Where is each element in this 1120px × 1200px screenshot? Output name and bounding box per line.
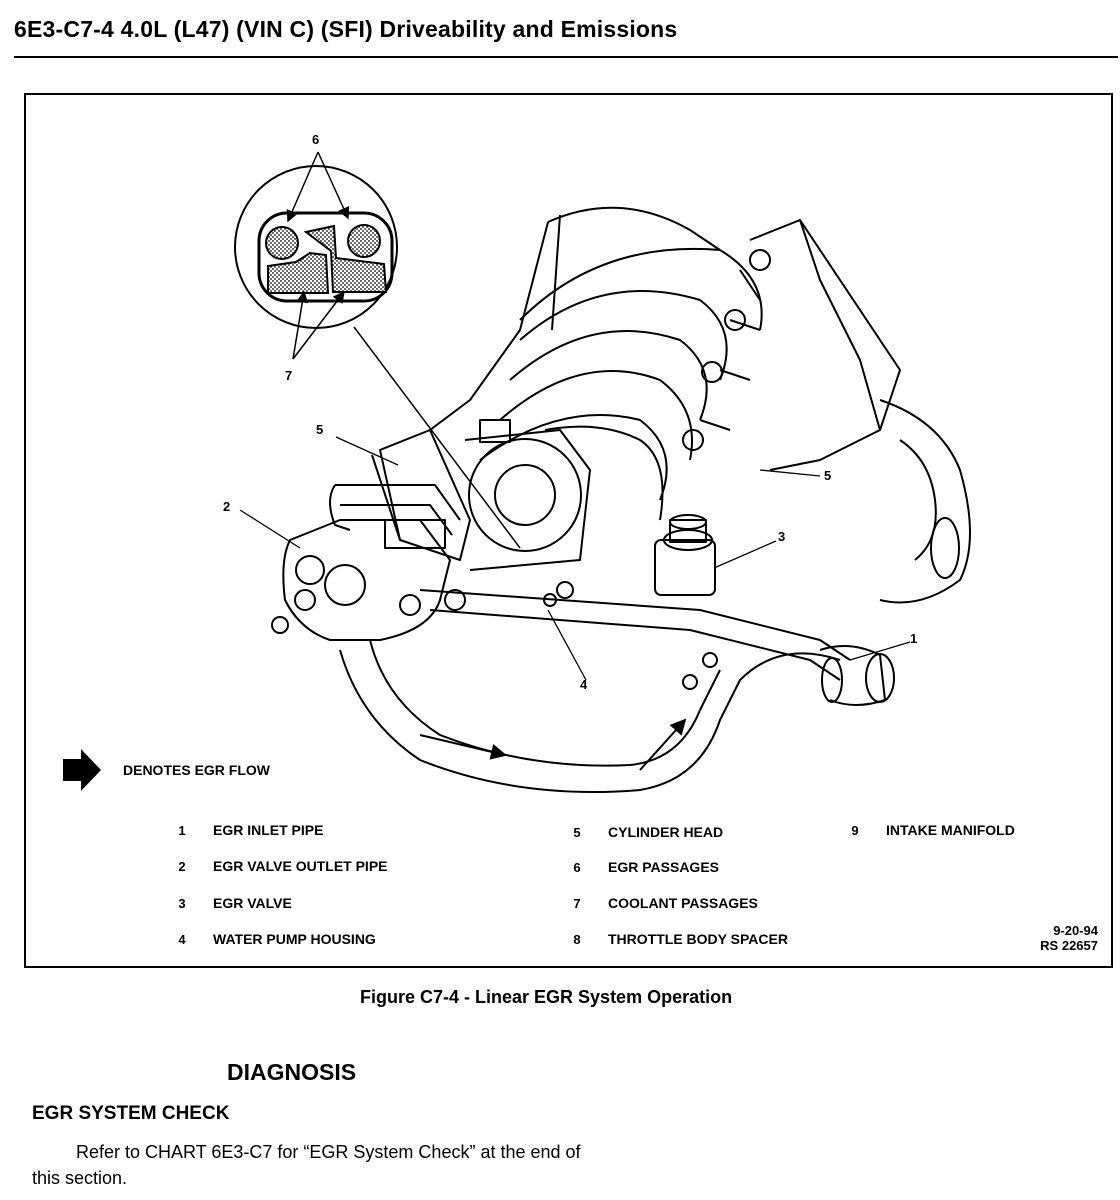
callout-3: 3 (778, 529, 786, 544)
legend-num: 1 (178, 823, 186, 838)
section-subtitle: EGR SYSTEM CHECK (32, 1103, 230, 1124)
callout-4: 4 (580, 677, 588, 692)
legend-text: THROTTLE BODY SPACER (608, 931, 788, 947)
engine-illustration (234, 151, 971, 793)
legend-num: 6 (573, 860, 581, 875)
page-header: 6E3-C7-4 4.0L (L47) (VIN C) (SFI) Drivea… (14, 16, 678, 42)
body-text: Refer to CHART 6E3-C7 for “EGR System Ch… (32, 1142, 581, 1188)
callout-5-right: 5 (824, 468, 832, 483)
legend-text: COOLANT PASSAGES (608, 895, 758, 911)
callout-2: 2 (223, 499, 231, 514)
engine-drawing (271, 206, 971, 793)
callout-1: 1 (910, 631, 918, 646)
header-rule (14, 56, 1118, 58)
legend-num: 2 (178, 859, 186, 874)
legend-num: 4 (178, 932, 186, 947)
figure-frame (24, 93, 1113, 968)
callout-6: 6 (312, 132, 320, 147)
detail-inset (234, 151, 521, 549)
figure-stamp: 9-20-94 RS 22657 (1020, 923, 1098, 953)
section-title: DIAGNOSIS (227, 1059, 357, 1085)
section-body: Refer to CHART 6E3-C7 for “EGR System Ch… (32, 1139, 592, 1191)
legend-num: 5 (573, 825, 581, 840)
stamp-date: 9-20-94 (1053, 923, 1098, 938)
figure-caption: Figure C7-4 - Linear EGR System Operatio… (360, 987, 733, 1007)
legend-num: 9 (851, 823, 859, 838)
stamp-ref: RS 22657 (1040, 938, 1098, 953)
legend-text: WATER PUMP HOUSING (213, 931, 376, 947)
egr-flow-arrow-icon (63, 749, 101, 791)
legend-num: 3 (178, 896, 186, 911)
legend-text: EGR INLET PIPE (213, 822, 324, 838)
legend-num: 8 (573, 932, 581, 947)
legend-text: EGR VALVE OUTLET PIPE (213, 858, 388, 874)
legend-text: EGR PASSAGES (608, 859, 719, 875)
egr-flow-label: DENOTES EGR FLOW (123, 762, 270, 778)
callout-7: 7 (285, 368, 293, 383)
legend-text: INTAKE MANIFOLD (886, 822, 1015, 838)
legend-text: EGR VALVE (213, 895, 292, 911)
callout-5-left: 5 (316, 422, 324, 437)
legend-text: CYLINDER HEAD (608, 824, 724, 840)
legend-num: 7 (573, 896, 581, 911)
leader-lines (239, 436, 911, 681)
